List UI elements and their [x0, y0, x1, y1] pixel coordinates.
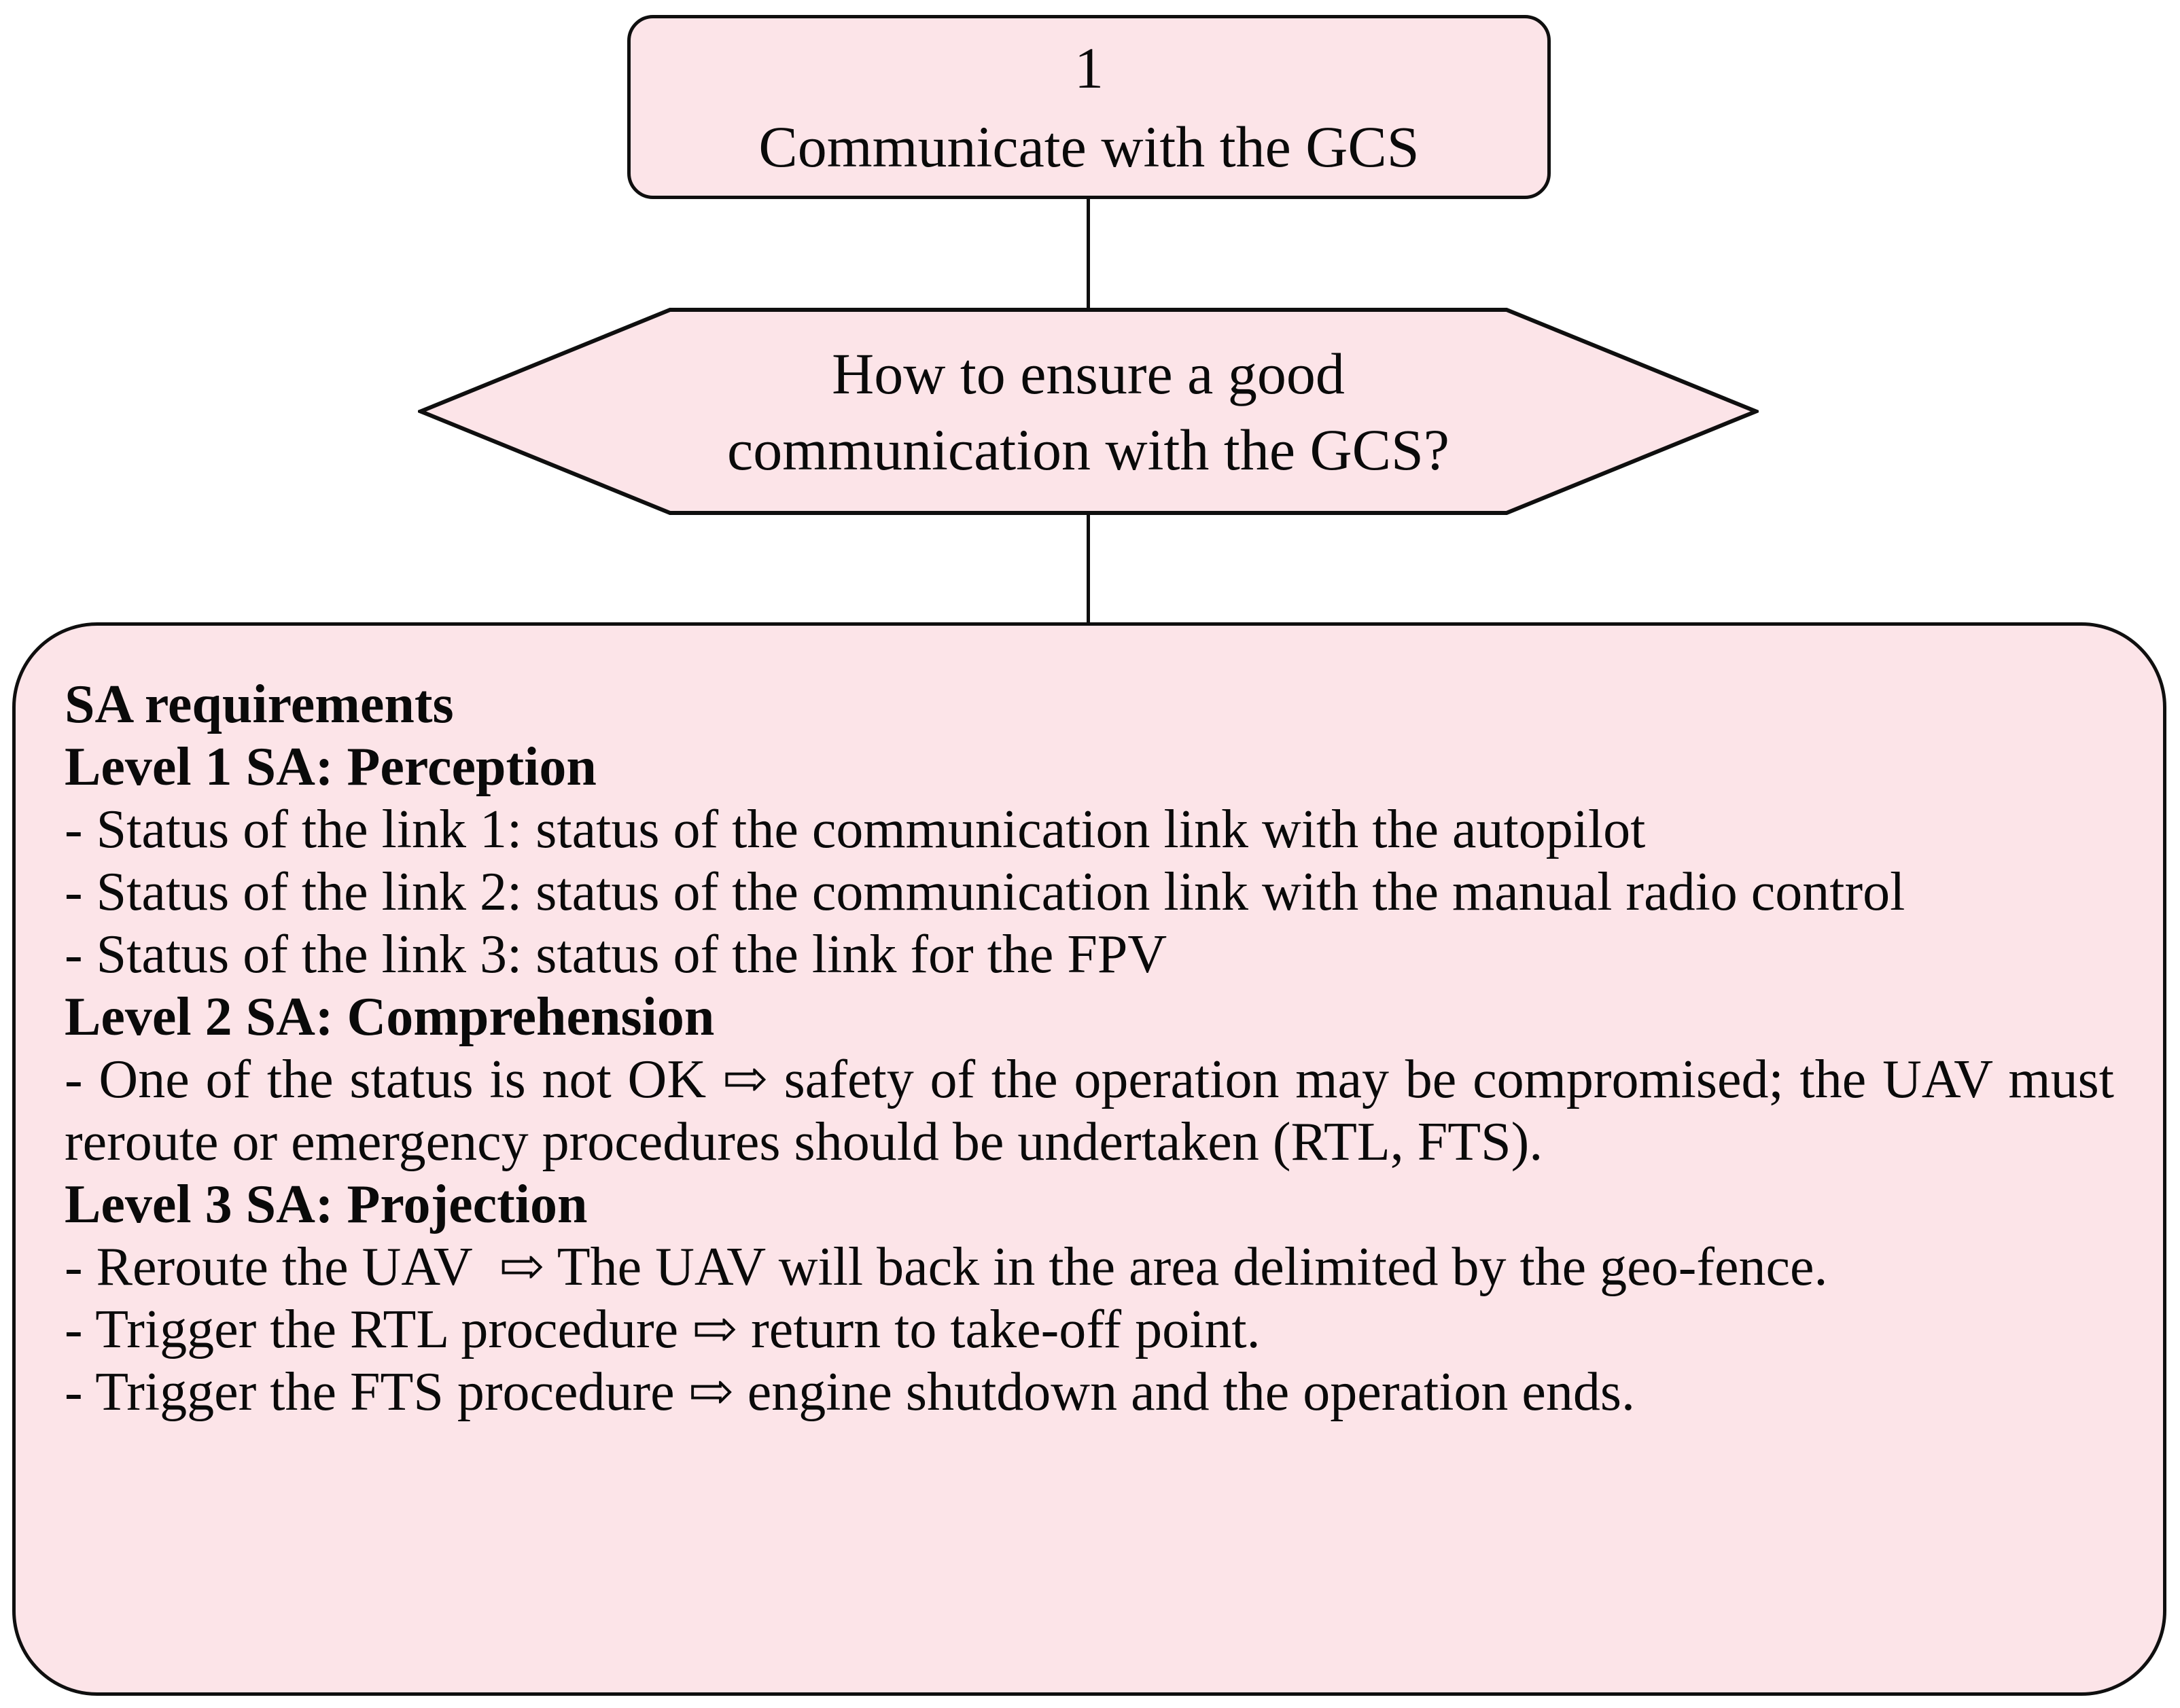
sa-level3-item-trigger-fts: - Trigger the FTS procedure ⇨ engine shu… [65, 1362, 1636, 1422]
sa-level1-item-link2: - Status of the link 2: status of the co… [65, 862, 1905, 922]
node-sa-requirements: SA requirements Level 1 SA: Perception -… [12, 622, 2166, 1696]
sa-level3-item-reroute: - Reroute the UAV ⇨ The UAV will back in… [65, 1237, 1828, 1297]
hexagon-label: How to ensure a good communication with … [418, 307, 1759, 516]
hexagon-label-line1: How to ensure a good [832, 340, 1345, 406]
connector-hexagon-to-sabox [1087, 515, 1090, 624]
node-communicate-gcs: 1 Communicate with the GCS [627, 15, 1551, 199]
sa-level2-item-status-not-ok: - One of the status is not OK ⇨ safety o… [65, 1050, 2114, 1172]
sa-level1-item-link1: - Status of the link 1: status of the co… [65, 800, 1646, 859]
sa-level2-heading: Level 2 SA: Comprehension [65, 987, 715, 1047]
hexagon-shape [418, 308, 1759, 515]
sa-level3-heading: Level 3 SA: Projection [65, 1175, 588, 1234]
hexagon-polygon [418, 308, 1759, 515]
node-number: 1 [1074, 35, 1104, 101]
sa-level3-item-trigger-rtl: - Trigger the RTL procedure ⇨ return to … [65, 1300, 1261, 1359]
node-question-hexagon: How to ensure a good communication with … [418, 307, 1759, 516]
hexagon-label-line2: communication with the GCS? [727, 416, 1449, 482]
sa-title: SA requirements [65, 675, 454, 734]
node-label: Communicate with the GCS [758, 113, 1420, 179]
sa-level1-item-link3: - Status of the link 3: status of the li… [65, 925, 1167, 984]
connector-topbox-to-hexagon [1087, 199, 1090, 309]
sa-level1-heading: Level 1 SA: Perception [65, 737, 597, 797]
